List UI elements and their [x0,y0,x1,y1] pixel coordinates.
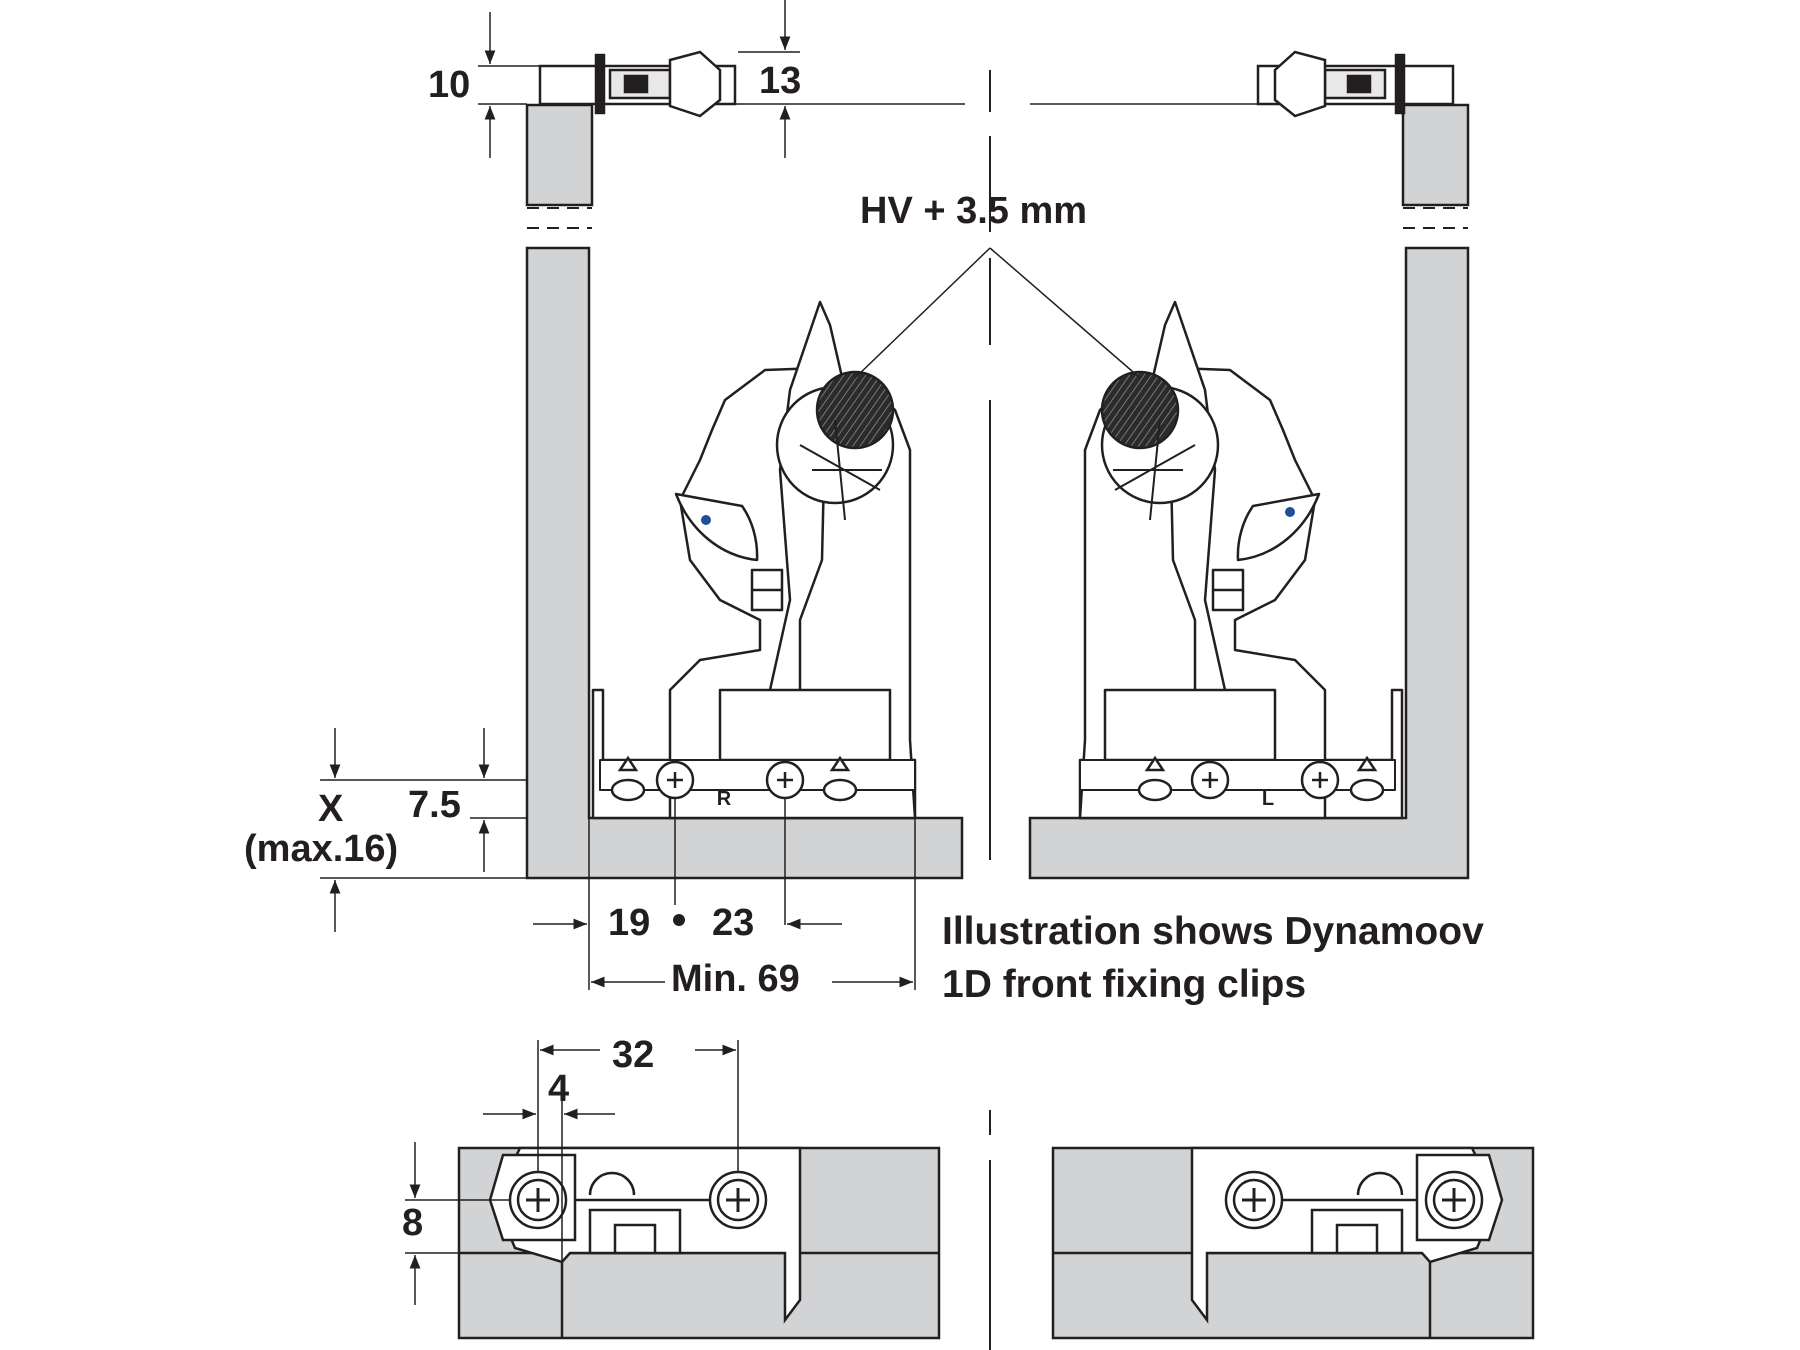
pivot-dot-right [1285,507,1295,517]
section-view-right [1051,1146,1535,1340]
front-dimension-lines [320,728,916,990]
dim-bottom-offset: 7.5 [408,784,461,826]
runner-right-screws [1137,755,1385,802]
hv-leaders [854,247,1141,379]
dim-top-height-right: 13 [759,60,802,102]
section-view-left [457,1146,941,1340]
runner-left [591,300,917,820]
caption-line-2: 1D front fixing clips [942,963,1307,1006]
dim-hole-offset-2: 23 [712,902,755,944]
hole-center-dot [673,914,685,926]
pivot-dot-left [701,515,711,525]
dim-edge-offset: 4 [548,1068,570,1110]
front-view-left: R [525,227,964,880]
side-marking-left: L [1262,788,1274,810]
section-dimension-lines [405,1040,739,1305]
top-view-left [478,0,965,209]
clip-top-left [538,50,737,118]
runner-right [1078,300,1404,820]
side-panel-top-left [525,103,594,207]
clip-section-right [1190,1146,1504,1324]
side-marking-right: R [717,788,732,810]
dim-top-height-left: 10 [428,64,471,106]
hv-adjust-label: HV + 3.5 mm [860,190,1088,232]
top-view-right [1030,50,1470,209]
dim-min-width: Min. 69 [671,958,800,1000]
runner-left-screws [610,755,858,802]
dim-clip-height: 8 [402,1202,424,1244]
caption-line-1: Illustration shows Dynamoov [942,910,1484,953]
clip-section-left [488,1146,802,1324]
dim-hole-offset-1: 19 [608,902,651,944]
dim-x-max: (max.16) [244,828,399,870]
side-panel-right [1028,246,1470,880]
dim-x-label: X [318,788,344,830]
front-view-right: L [1028,227,1470,880]
side-panel-top-right [1401,103,1470,207]
dim-hole-spacing: 32 [612,1034,655,1076]
clip-top-right [1256,50,1455,118]
